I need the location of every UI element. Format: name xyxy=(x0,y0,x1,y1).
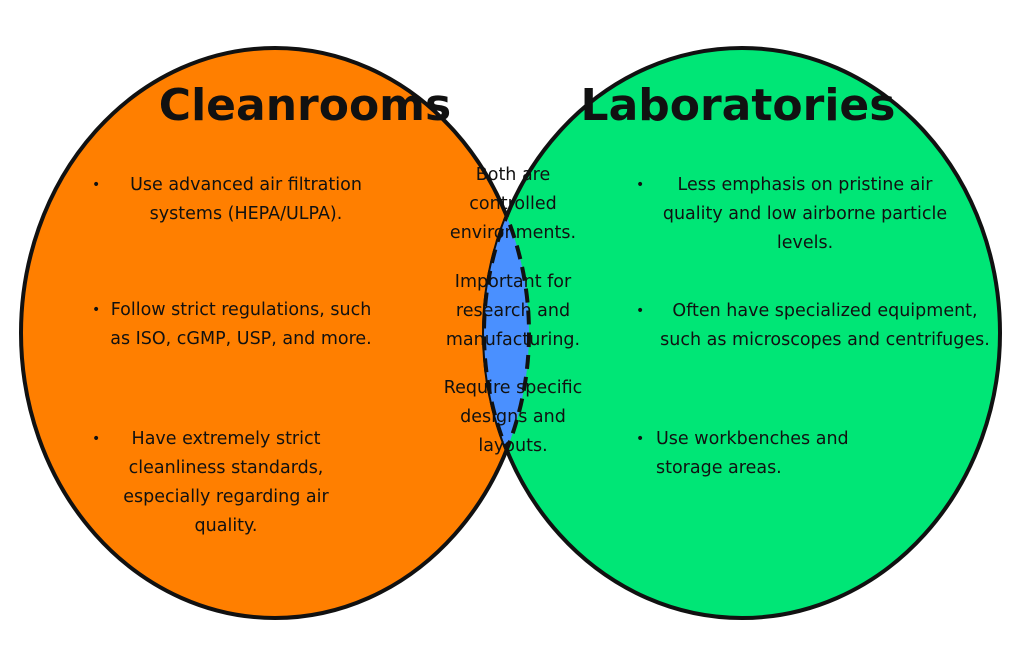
bullet-icon: • xyxy=(92,177,101,193)
laboratories-title: Laboratories xyxy=(580,80,896,131)
laboratories-point: • Often have specialized equipment, such… xyxy=(636,297,996,355)
cleanrooms-title: Cleanrooms xyxy=(158,80,452,131)
bullet-icon: • xyxy=(92,302,101,318)
shared-point: Important for research and manufacturing… xyxy=(445,272,581,350)
laboratories-point: • Less emphasis on pristine air quality … xyxy=(636,171,956,258)
bullet-icon: • xyxy=(92,431,101,447)
bullet-icon: • xyxy=(636,177,645,193)
cleanrooms-point: • Have extremely strict cleanliness stan… xyxy=(92,425,342,541)
cleanrooms-point-text: Use advanced air filtration systems (HEP… xyxy=(130,175,362,224)
shared-point: Both are controlled environments. xyxy=(449,165,577,243)
bullet-icon: • xyxy=(636,431,645,447)
laboratories-point: • Use workbenches and storage areas. xyxy=(636,425,886,483)
intersection-dashed-border-left xyxy=(484,48,531,618)
shared-point: Require specific designs and layouts. xyxy=(443,378,583,456)
laboratories-point-text: Less emphasis on pristine air quality an… xyxy=(662,175,948,253)
laboratories-point-text: Often have specialized equipment, such a… xyxy=(660,301,990,350)
cleanrooms-point-text: Have extremely strict cleanliness standa… xyxy=(123,429,329,536)
cleanrooms-point-text: Follow strict regulations, such as ISO, … xyxy=(110,300,372,349)
cleanrooms-point: • Follow strict regulations, such as ISO… xyxy=(92,296,372,354)
laboratories-point-text: Use workbenches and storage areas. xyxy=(656,429,849,478)
cleanrooms-point: • Use advanced air filtration systems (H… xyxy=(92,171,382,229)
bullet-icon: • xyxy=(636,303,645,319)
